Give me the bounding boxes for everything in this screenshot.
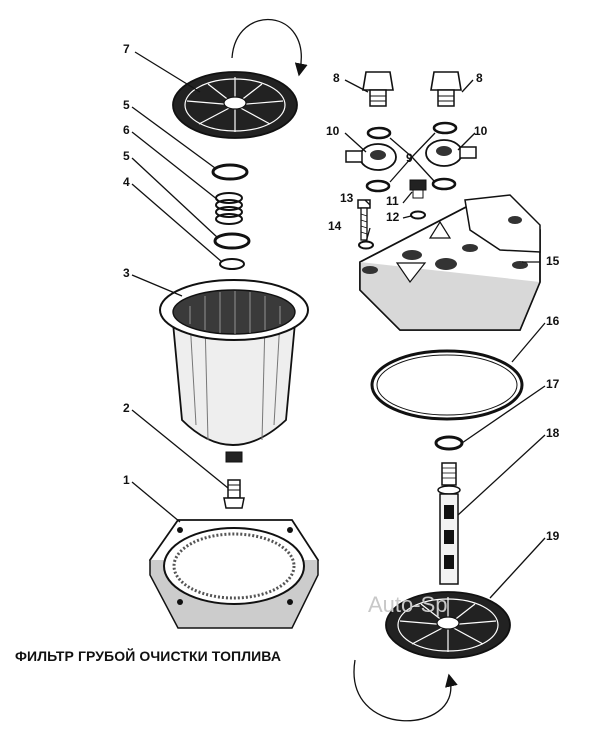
callout-17: 17 (546, 377, 560, 391)
part-17-ring (434, 435, 464, 451)
leader-lines (131, 51, 546, 599)
flow-arrow-top (231, 19, 308, 77)
callout-15: 15 (546, 254, 560, 268)
callout-5-upper: 5 (123, 98, 130, 112)
part-10-banjo-fitting-right (425, 139, 477, 167)
part-1-flange (148, 519, 320, 629)
callout-16: 16 (546, 314, 560, 328)
part-3-settling-bowl (159, 279, 309, 463)
callout-3: 3 (123, 266, 130, 280)
watermark: Auto-Sp (368, 592, 448, 617)
callout-14: 14 (328, 219, 342, 233)
part-15-housing-cover (359, 194, 541, 331)
flow-arrow-bottom (353, 659, 458, 722)
callout-12: 12 (386, 210, 400, 224)
callout-2: 2 (123, 401, 130, 415)
callout-11: 11 (386, 194, 399, 208)
part-11-plug (409, 179, 427, 199)
part-5-washer-lower (213, 232, 251, 250)
callout-9: 9 (406, 151, 413, 165)
callout-10-right: 10 (474, 124, 488, 138)
part-19-filter-disc (385, 591, 511, 659)
part-9-washers (365, 121, 458, 193)
part-13-screw (357, 199, 371, 241)
part-2-drain-plug (223, 479, 245, 509)
callout-7: 7 (123, 42, 130, 56)
callout-19: 19 (546, 529, 560, 543)
callout-13: 13 (340, 191, 354, 205)
part-7-filter-disc (172, 71, 298, 139)
callout-5-lower: 5 (123, 149, 130, 163)
callout-8-left: 8 (333, 71, 340, 85)
part-14-washer (358, 240, 374, 250)
part-10-banjo-fitting-left (345, 143, 397, 171)
part-6-spring (215, 192, 243, 225)
callout-labels: 7 5 6 5 4 3 2 1 8 8 10 10 9 11 12 13 14 … (123, 42, 560, 543)
part-18-filter-stem (437, 462, 461, 585)
part-4-ring (219, 258, 245, 270)
callout-4: 4 (123, 175, 130, 189)
callout-6: 6 (123, 123, 130, 137)
part-12-washer (410, 210, 426, 220)
part-16-gasket (370, 349, 524, 421)
callout-1: 1 (123, 473, 130, 487)
callout-18: 18 (546, 426, 560, 440)
part-5-washer-upper (211, 163, 249, 181)
part-8-banjo-bolt-right (430, 71, 462, 107)
diagram-caption: ФИЛЬТР ГРУБОЙ ОЧИСТКИ ТОПЛИВА (15, 648, 282, 664)
callout-8-right: 8 (476, 71, 483, 85)
part-8-banjo-bolt-left (362, 71, 394, 107)
callout-10-left: 10 (326, 124, 340, 138)
